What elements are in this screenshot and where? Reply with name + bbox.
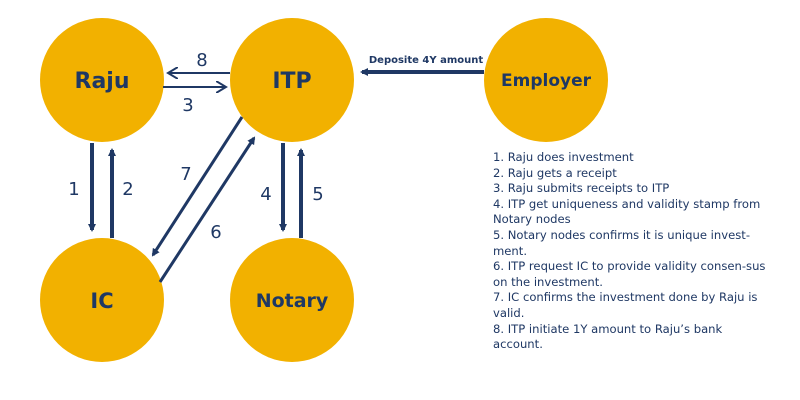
step-item: 6. ITP request IC to provide validity co… (493, 259, 766, 289)
edge-8-label: 8 (196, 50, 207, 71)
node-ic-label: IC (90, 289, 113, 313)
edge-1-label: 1 (68, 179, 79, 200)
node-itp-label: ITP (272, 69, 311, 94)
edge-7-label: 7 (180, 164, 191, 185)
step-item: 1. Raju does investment (493, 150, 634, 164)
node-notary-label: Notary (256, 290, 329, 312)
node-raju-circle (40, 18, 164, 142)
edge-6-arrow (158, 136, 256, 283)
edge-7-arrow (151, 116, 244, 257)
node-raju-label: Raju (75, 69, 130, 94)
node-employer-label: Employer (501, 71, 592, 91)
node-notary-circle (230, 238, 354, 362)
edge-3-label: 3 (182, 95, 193, 116)
step-item: 5. Notary nodes confirms it is unique in… (493, 227, 751, 258)
node-ic-circle (40, 238, 164, 362)
step-item: 7. IC confirms the investment done by Ra… (493, 290, 758, 320)
edge-2-label: 2 (122, 179, 133, 200)
steps-list: 1. Raju does investment 2. Raju gets a r… (493, 150, 775, 353)
edge-deposit-label: Deposite 4Y amount (369, 55, 483, 66)
step-item: 4. ITP get uniqueness and validity stamp… (493, 196, 761, 227)
edge-6-label: 6 (210, 222, 221, 243)
step-item: 2. Raju gets a receipt (493, 165, 617, 180)
node-employer-circle (484, 18, 608, 142)
node-itp-circle (230, 18, 354, 142)
edge-4-label: 4 (260, 184, 271, 205)
step-item: 8. ITP initiate 1Y amount to Raju’s bank… (493, 321, 723, 352)
step-item: 3. Raju submits receipts to ITP (493, 181, 670, 196)
edge-5-label: 5 (312, 184, 323, 205)
